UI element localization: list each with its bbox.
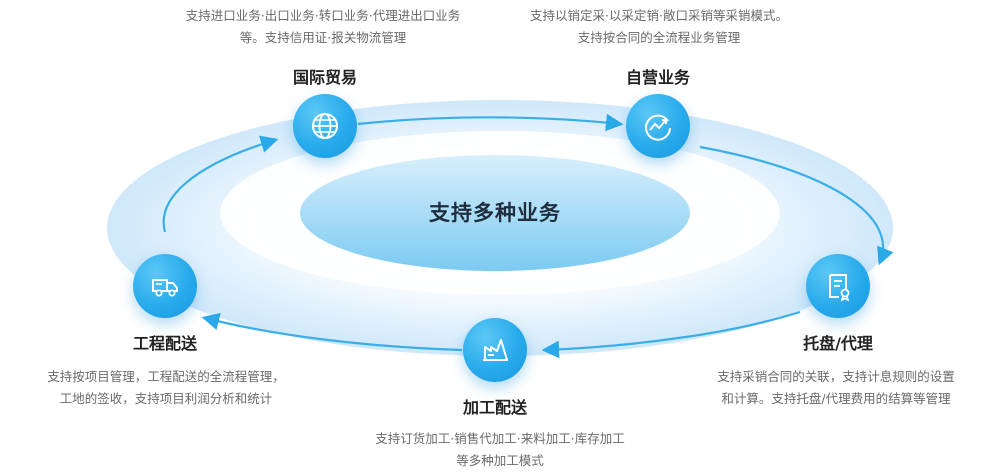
node-engineering bbox=[133, 254, 197, 318]
node-self-operated bbox=[626, 94, 690, 158]
truck-icon bbox=[152, 279, 178, 297]
trend-up-icon bbox=[645, 114, 671, 141]
arc-consignment-to-processing bbox=[541, 310, 801, 359]
center-label: 支持多种业务 bbox=[429, 201, 561, 225]
desc-international-trade: 支持进口业务·出口业务·转口业务·代理进出口业务等。支持信用证·报关物流管理 bbox=[185, 8, 461, 45]
title-consignment: 托盘/代理 bbox=[803, 334, 873, 353]
certificate-icon bbox=[829, 274, 850, 302]
title-processing: 加工配送 bbox=[462, 398, 527, 417]
title-self-operated: 自营业务 bbox=[625, 68, 690, 87]
arc-international-to-self bbox=[357, 113, 624, 132]
title-engineering: 工程配送 bbox=[132, 334, 197, 353]
arc-self-to-consignment bbox=[699, 145, 894, 266]
node-international-trade bbox=[293, 94, 357, 158]
desc-consignment: 支持采销合同的关联，支持计息规则的设置和计算。支持托盘/代理费用的结算等管理 bbox=[717, 369, 955, 406]
factory-icon bbox=[483, 339, 508, 361]
arc-engineering-to-international bbox=[162, 135, 279, 233]
title-international-trade: 国际贸易 bbox=[292, 68, 357, 87]
globe-icon bbox=[312, 113, 338, 139]
center-ellipse bbox=[300, 155, 690, 271]
node-processing bbox=[463, 318, 527, 382]
desc-engineering: 支持按项目管理，工程配送的全流程管理，工地的签收，支持项目利润分析和统计 bbox=[47, 369, 285, 406]
arc-processing-to-engineering bbox=[201, 312, 463, 352]
desc-self-operated: 支持以销定采·以采定销·敞口采销等采销模式。支持按合同的全流程业务管理 bbox=[530, 8, 788, 45]
node-consignment bbox=[806, 254, 870, 318]
desc-processing: 支持订货加工·销售代加工·来料加工·库存加工等多种加工模式 bbox=[375, 431, 625, 468]
